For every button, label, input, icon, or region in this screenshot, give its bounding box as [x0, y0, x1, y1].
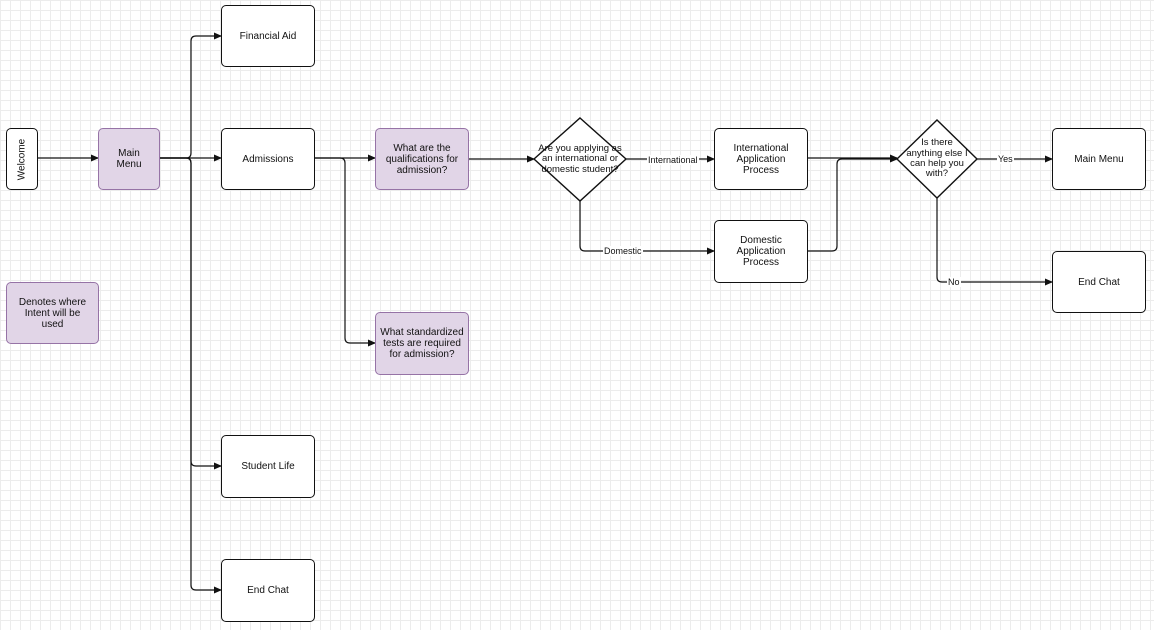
anything-else-label: Is there anything else I can help you wi…	[906, 137, 968, 180]
main-menu-label: Main Menu	[116, 148, 142, 170]
welcome-node[interactable]: Welcome	[6, 128, 38, 190]
qualifications-label: What are the qualifications for admissio…	[385, 142, 459, 176]
student-life-node[interactable]: Student Life	[221, 435, 315, 498]
edge-admissions-to-standardized-tests	[315, 157, 376, 347]
standardized-tests-node[interactable]: What standardized tests are required for…	[375, 312, 469, 375]
end-chat-left-label: End Chat	[247, 585, 289, 596]
end-chat-right-node[interactable]: End Chat	[1052, 251, 1146, 313]
intent-legend: Denotes where Intent will be used	[6, 282, 99, 344]
domestic-process-label: Domestic Application Process	[736, 235, 786, 268]
edge-label-international: International	[647, 155, 699, 165]
edge-domestic-to-anything-else	[808, 155, 898, 252]
edge-label-yes: Yes	[997, 154, 1014, 164]
edge-main-menu-to-financial-aid	[160, 32, 222, 159]
financial-aid-label: Financial Aid	[239, 30, 297, 42]
edge-main-menu-to-end-chat	[160, 157, 222, 594]
decision-applying-as-shape	[532, 117, 628, 202]
applying-as-decision[interactable]: Are you applying as an international or …	[534, 118, 626, 201]
admissions-node[interactable]: Admissions	[221, 128, 315, 190]
domestic-process-node[interactable]: Domestic Application Process	[714, 220, 808, 283]
end-chat-right-label: End Chat	[1078, 276, 1120, 288]
welcome-label: Welcome	[16, 138, 28, 180]
end-chat-left-node[interactable]: End Chat	[221, 559, 315, 622]
edge-label-domestic: Domestic	[603, 246, 643, 256]
main-menu-node[interactable]: Main Menu	[98, 128, 160, 190]
financial-aid-node[interactable]: Financial Aid	[221, 5, 315, 67]
qualifications-node[interactable]: What are the qualifications for admissio…	[375, 128, 469, 190]
applying-as-label: Are you applying as an international or …	[538, 142, 622, 175]
standardized-tests-label: What standardized tests are required for…	[380, 327, 464, 360]
intent-legend-label: Denotes where Intent will be used	[18, 296, 87, 330]
main-menu-end-node[interactable]: Main Menu	[1052, 128, 1146, 190]
international-process-node[interactable]: International Application Process	[714, 128, 808, 190]
main-menu-end-label: Main Menu	[1074, 153, 1124, 165]
student-life-label: Student Life	[241, 461, 295, 472]
edge-anything-else-to-end-chat	[936, 198, 1053, 286]
decision-anything-else-shape	[895, 119, 979, 199]
admissions-label: Admissions	[242, 153, 294, 165]
edge-applying-as-to-domestic	[579, 201, 715, 255]
international-process-label: International Application Process	[733, 142, 789, 176]
anything-else-decision[interactable]: Is there anything else I can help you wi…	[897, 120, 977, 198]
edge-label-no: No	[947, 277, 961, 287]
